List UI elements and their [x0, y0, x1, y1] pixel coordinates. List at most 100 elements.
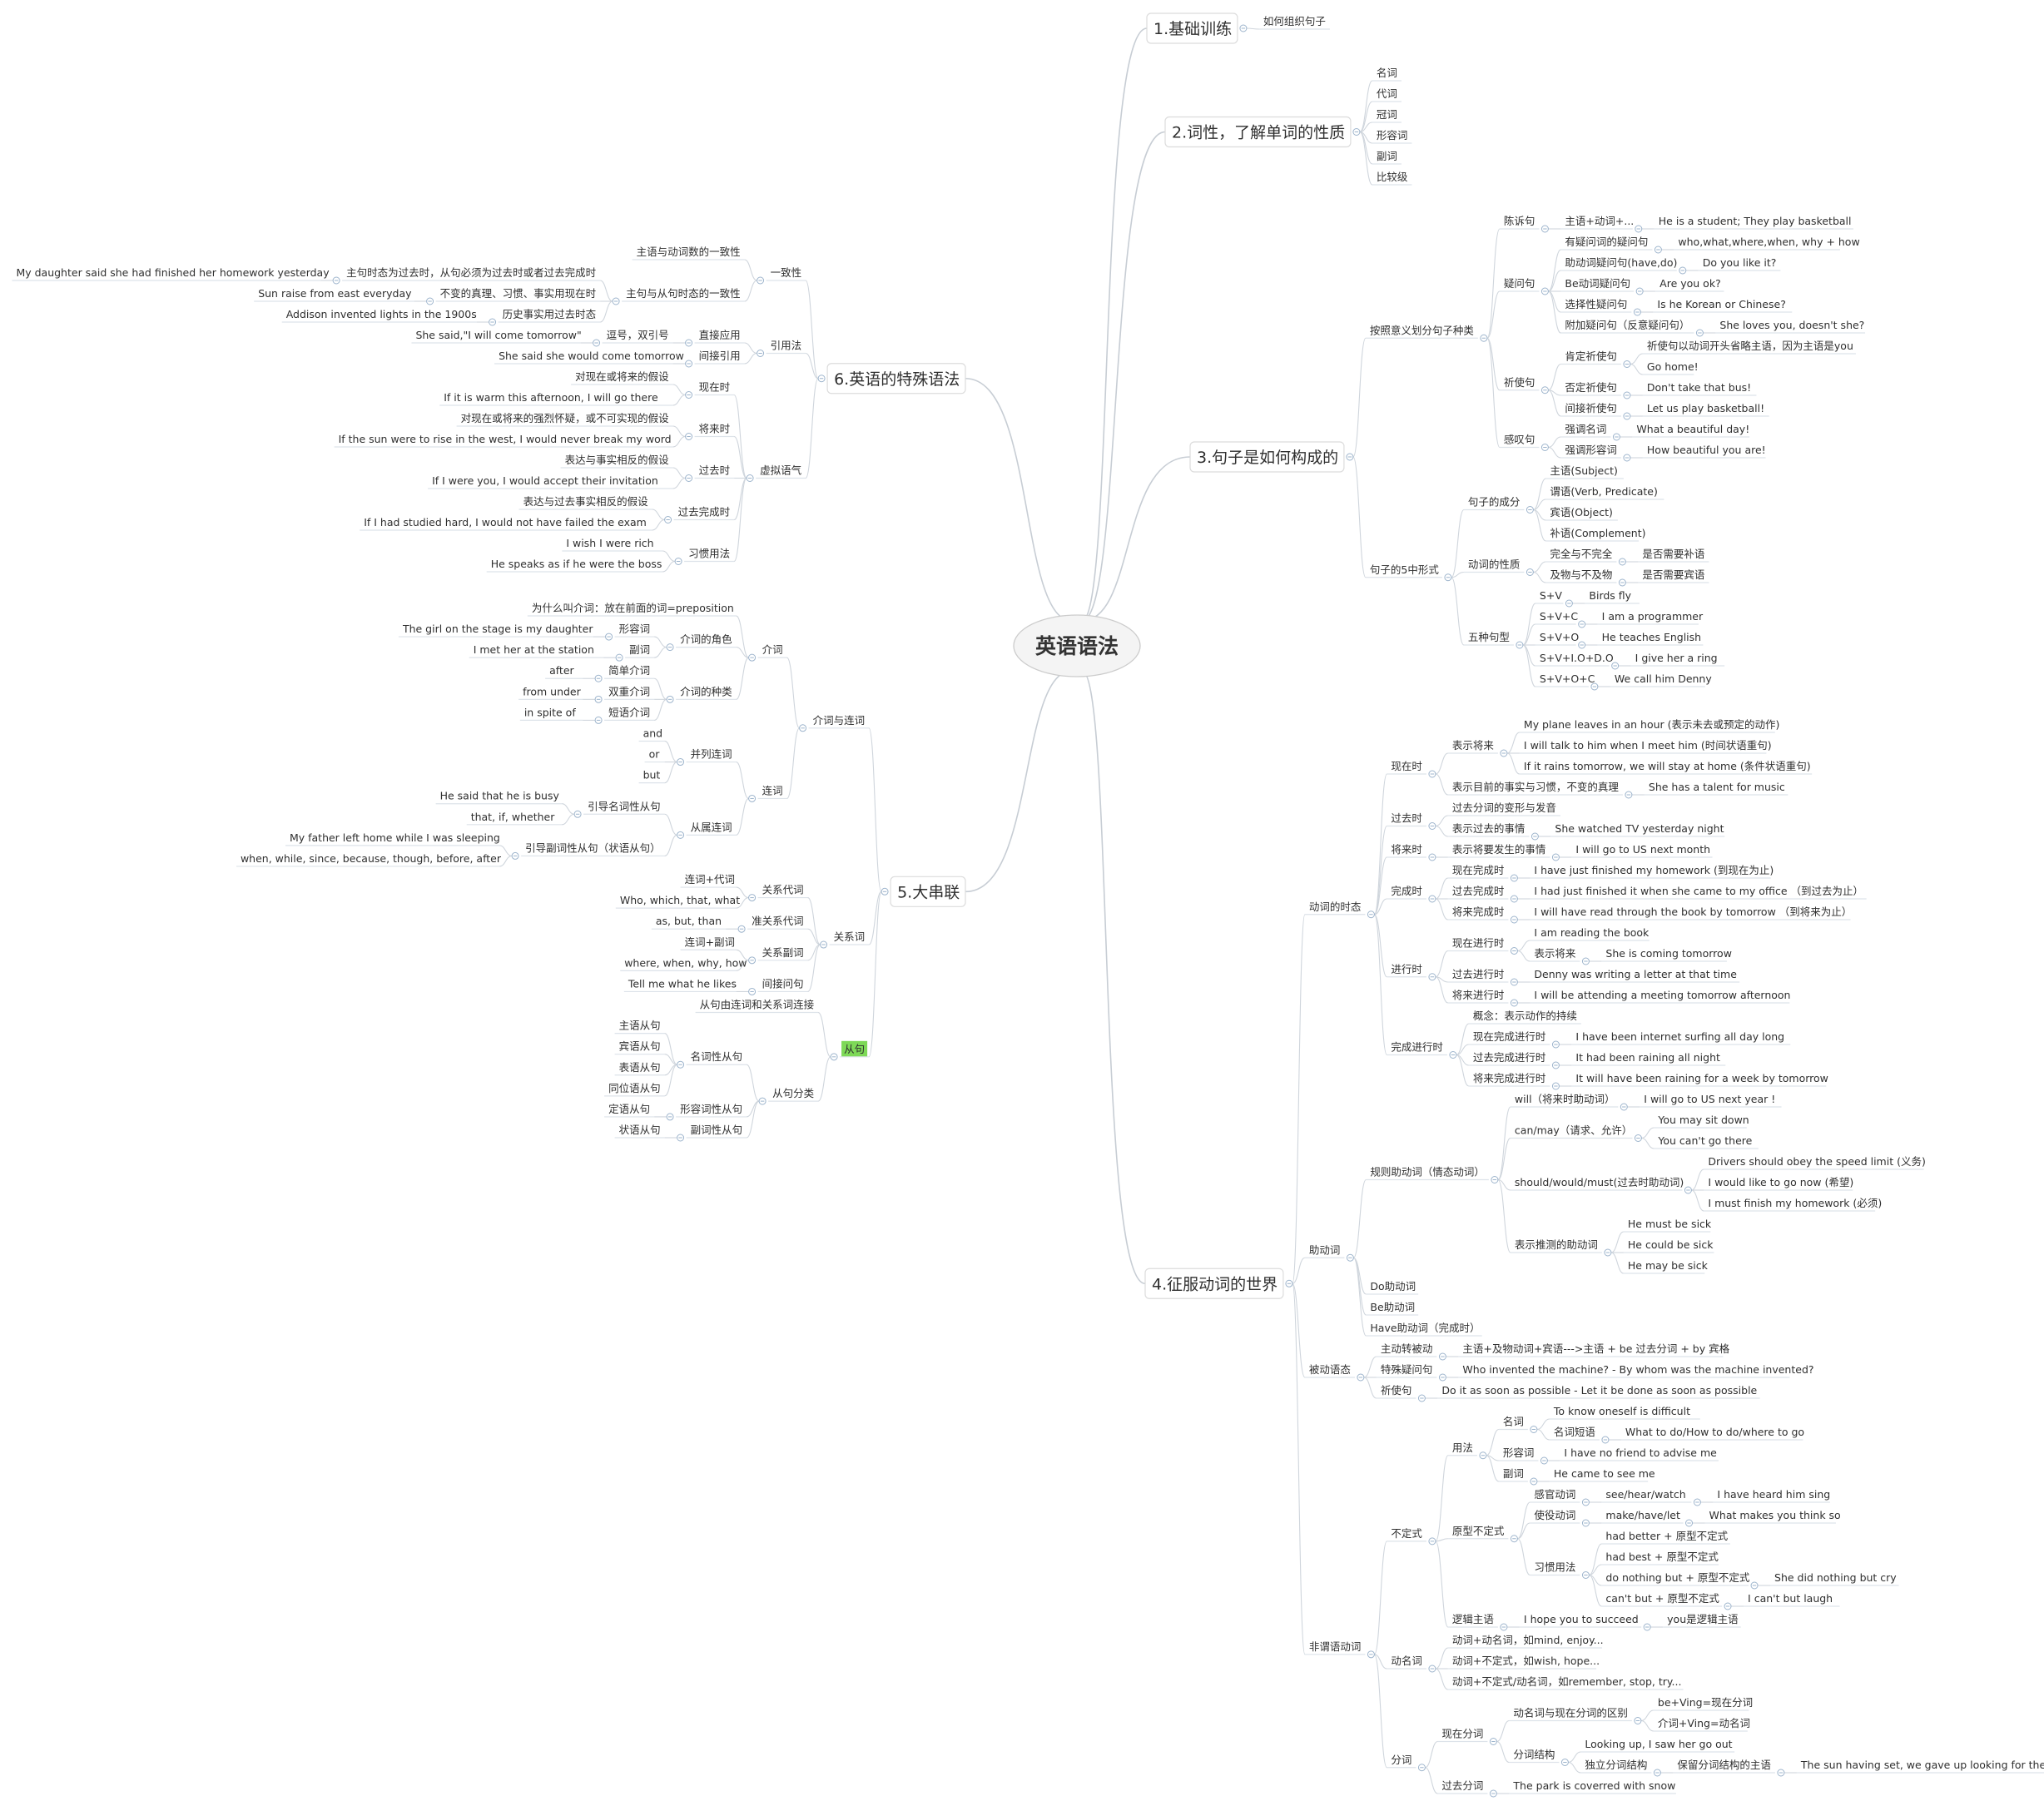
node-denny-was-writing-a-lett[interactable]: Denny was writing a letter at that time: [1530, 968, 1740, 983]
collapse-toggle-icon[interactable]: [1510, 947, 1518, 955]
collapse-toggle-icon[interactable]: [1510, 978, 1518, 986]
collapse-toggle-icon[interactable]: [1417, 1394, 1426, 1402]
collapse-toggle-icon[interactable]: [1491, 1176, 1499, 1183]
node-d2[interactable]: 比较级: [1372, 171, 1412, 186]
node-do[interactable]: Do助动词: [1366, 1280, 1419, 1295]
node-d5[interactable]: 副词: [1498, 1467, 1538, 1486]
collapse-toggle-icon[interactable]: [1428, 895, 1436, 903]
node-d4[interactable]: 现在进行时: [1447, 937, 1518, 955]
node-we-call-him-denny[interactable]: We call him Denny: [1610, 672, 1712, 687]
node-d4[interactable]: 间接祈使句: [1560, 402, 1631, 420]
node-d2[interactable]: 非谓语动词: [1304, 1640, 1375, 1659]
node-had-better[interactable]: had better + 原型不定式: [1601, 1530, 1730, 1545]
node-d3[interactable]: 规则助动词（情态动词）: [1366, 1166, 1499, 1183]
collapse-toggle-icon[interactable]: [1679, 266, 1687, 275]
collapse-toggle-icon[interactable]: [1653, 1769, 1661, 1777]
collapse-toggle-icon[interactable]: [1480, 334, 1488, 342]
collapse-toggle-icon[interactable]: [1531, 832, 1539, 841]
node-d4[interactable]: 将来进行时: [1447, 989, 1518, 1007]
node-5[interactable]: 句子的5中形式: [1365, 563, 1452, 582]
collapse-toggle-icon[interactable]: [1590, 682, 1599, 691]
collapse-toggle-icon[interactable]: [1623, 391, 1631, 399]
node-d4[interactable]: 将来完成时: [1447, 906, 1518, 924]
node-d3[interactable]: 五种句型: [1463, 631, 1524, 649]
collapse-toggle-icon[interactable]: [1510, 895, 1518, 903]
node-subject[interactable]: 主语(Subject): [1545, 464, 1624, 479]
node-if-it-is-warm-this-after[interactable]: If it is warm this afternoon, I will go …: [439, 391, 673, 406]
collapse-toggle-icon[interactable]: [1777, 1769, 1785, 1777]
node-be-by[interactable]: 主语+及物动词+宾语--->主语 + be 过去分词 + by 宾格: [1458, 1342, 1730, 1357]
collapse-toggle-icon[interactable]: [1367, 1650, 1375, 1659]
node-d3[interactable]: 感叹句: [1499, 434, 1549, 451]
node-if-it-rains-tomorrow-we-[interactable]: If it rains tomorrow, we will stay at ho…: [1519, 760, 1813, 775]
main-branch-5[interactable]: 5.大串联: [881, 876, 966, 907]
node-d3[interactable]: 过去完成时: [664, 506, 735, 523]
node-d3[interactable]: 不定式: [1387, 1527, 1436, 1546]
node-he-could-be-sick[interactable]: He could be sick: [1623, 1238, 1714, 1253]
node-d5[interactable]: 形容词: [605, 623, 655, 641]
node-d4[interactable]: 用法: [1447, 1441, 1487, 1460]
node-you[interactable]: 祈使句以动词开头省略主语，因为主语是you: [1642, 340, 1856, 355]
node-had-best[interactable]: had best + 原型不定式: [1601, 1551, 1719, 1565]
collapse-toggle-icon[interactable]: [605, 633, 613, 641]
node-d5[interactable]: 是否需要补语: [1638, 548, 1709, 563]
collapse-toggle-icon[interactable]: [799, 724, 807, 732]
collapse-toggle-icon[interactable]: [1578, 620, 1586, 628]
node-d4[interactable]: 现在分词: [1437, 1728, 1497, 1745]
collapse-toggle-icon[interactable]: [1540, 287, 1549, 295]
node-is-he-korean-or-chinese[interactable]: Is he Korean or Chinese?: [1653, 298, 1793, 313]
node-looking-up-i-saw-her-go-[interactable]: Looking up, I saw her go out: [1580, 1738, 1735, 1753]
node-d4[interactable]: 过去分词的变形与发音: [1447, 801, 1560, 816]
node-d4[interactable]: 过去完成时: [1447, 885, 1518, 903]
node-d4[interactable]: 强调名词: [1560, 423, 1620, 441]
collapse-toggle-icon[interactable]: [1551, 1082, 1560, 1090]
collapse-toggle-icon[interactable]: [1489, 1789, 1497, 1798]
node-he-must-be-sick[interactable]: He must be sick: [1623, 1218, 1712, 1233]
node-d5[interactable]: 宾语从句: [614, 1040, 665, 1055]
collapse-toggle-icon[interactable]: [1625, 791, 1633, 799]
node-d2[interactable]: 冠词: [1372, 108, 1402, 123]
node-d4[interactable]: 有疑问词的疑问句: [1560, 236, 1662, 254]
node-d4[interactable]: 连词+代词: [680, 873, 737, 888]
node-s-v-i-o-d-o[interactable]: S+V+I.O+D.O: [1535, 652, 1620, 670]
node-it-had-been-raining-all-[interactable]: It had been raining all night: [1571, 1051, 1726, 1066]
node-d2[interactable]: 介词与连词: [799, 714, 870, 732]
node-d6[interactable]: 名词短语: [1549, 1426, 1610, 1444]
node-d4[interactable]: 过去完成进行时: [1468, 1051, 1560, 1069]
collapse-toggle-icon[interactable]: [1684, 1186, 1692, 1194]
collapse-toggle-icon[interactable]: [489, 318, 497, 326]
collapse-toggle-icon[interactable]: [1352, 128, 1361, 136]
collapse-toggle-icon[interactable]: [666, 695, 674, 703]
node-complement[interactable]: 补语(Complement): [1545, 527, 1646, 542]
node-d2[interactable]: 助动词: [1304, 1243, 1354, 1262]
collapse-toggle-icon[interactable]: [1530, 1477, 1538, 1486]
collapse-toggle-icon[interactable]: [1581, 1519, 1590, 1527]
collapse-toggle-icon[interactable]: [1633, 308, 1641, 316]
node-the-girl-on-the-stage-is[interactable]: The girl on the stage is my daughter: [398, 623, 593, 638]
node-what-makes-you-think-so[interactable]: What makes you think so: [1704, 1509, 1841, 1524]
main-branch-6[interactable]: 6.英语的特殊语法: [817, 363, 966, 394]
collapse-toggle-icon[interactable]: [748, 794, 757, 802]
node-my-plane-leaves-in-an-ho[interactable]: My plane leaves in an hour (表示未去或预定的动作): [1519, 718, 1780, 733]
collapse-toggle-icon[interactable]: [511, 851, 519, 860]
collapse-toggle-icon[interactable]: [748, 987, 757, 995]
node-that-if-whether[interactable]: that, if, whether: [466, 811, 563, 826]
node-i-had-just-finished-it-w[interactable]: I had just finished it when she came to …: [1530, 885, 1867, 900]
node-d3[interactable]: 动词的性质: [1463, 558, 1534, 576]
node-she-did-nothing-but-cry[interactable]: She did nothing but cry: [1770, 1571, 1899, 1586]
node-d7[interactable]: 保留分词结构的主语: [1673, 1759, 1785, 1777]
node-i-have-been-internet-sur[interactable]: I have been internet surfing all day lon…: [1571, 1030, 1791, 1045]
collapse-toggle-icon[interactable]: [1444, 573, 1452, 582]
collapse-toggle-icon[interactable]: [1635, 225, 1643, 233]
node-d3[interactable]: 现在时: [685, 381, 735, 399]
node-she-watched-tv-yesterday[interactable]: She watched TV yesterday night: [1550, 822, 1725, 837]
collapse-toggle-icon[interactable]: [758, 1097, 766, 1105]
collapse-toggle-icon[interactable]: [1581, 1571, 1590, 1579]
node-d3[interactable]: 习惯用法: [674, 548, 735, 565]
collapse-toggle-icon[interactable]: [1634, 1717, 1642, 1724]
node-d3[interactable]: 将来时: [1387, 843, 1436, 861]
node-addison-invented-lights-[interactable]: Addison invented lights in the 1900s: [281, 308, 477, 323]
node-s-v-c[interactable]: S+V+C: [1535, 610, 1586, 628]
collapse-toggle-icon[interactable]: [1565, 599, 1573, 608]
node-the-park-is-coverred-wit[interactable]: The park is coverred with snow: [1509, 1779, 1676, 1794]
